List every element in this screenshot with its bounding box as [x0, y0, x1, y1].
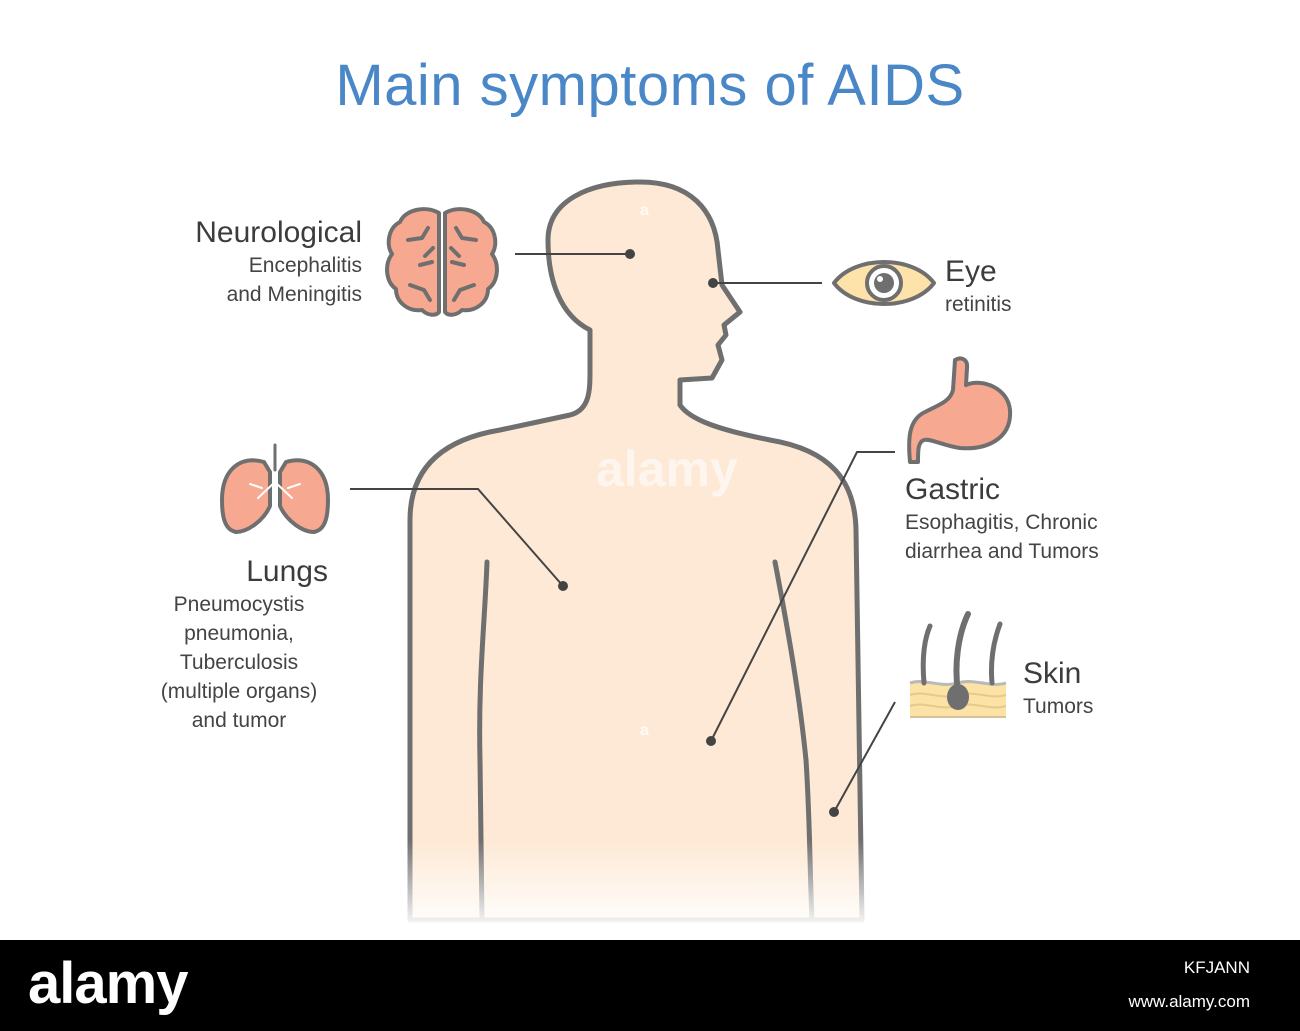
gastric-connector — [710, 451, 895, 742]
watermark-mark: a — [640, 722, 649, 739]
neurological-label: Neurological Encephalitis and Meningitis — [140, 215, 362, 309]
lungs-heading: Lungs — [246, 555, 328, 588]
page-title: Main symptoms of AIDS — [335, 53, 965, 118]
lungs-dot — [558, 581, 568, 591]
skin-dot — [829, 807, 839, 817]
neurological-heading: Neurological — [195, 216, 362, 249]
brain-icon — [385, 207, 499, 317]
lungs-icon — [220, 443, 330, 534]
lungs-detail-line: pneumonia, — [184, 622, 294, 645]
connector-lines — [350, 253, 896, 813]
eye-label: Eye retinitis — [945, 254, 1145, 319]
site-url-text: www.alamy.com — [1128, 992, 1250, 1011]
lungs-connector — [350, 488, 564, 587]
lungs-detail-line: Pneumocystis — [173, 593, 305, 616]
human-silhouette — [390, 179, 890, 930]
lungs-label: Lungs Pneumocystis pneumonia, Tuberculos… — [128, 554, 350, 735]
diagram-canvas: alamy a a — [128, 53, 1185, 930]
gastric-dot — [706, 736, 716, 746]
skin-detail-line: Tumors — [1023, 695, 1094, 718]
eye-heading: Eye — [945, 255, 997, 288]
stock-footer-bar: alamy KFJANN www.alamy.com — [0, 940, 1300, 1031]
skin-connector — [833, 701, 896, 813]
eye-icon — [832, 260, 936, 306]
alamy-logo: alamy — [28, 951, 188, 1016]
watermark-mark: a — [640, 202, 649, 219]
image-id-text: KFJANN — [1183, 958, 1250, 977]
lungs-detail-line: (multiple organs) — [160, 680, 318, 703]
stomach-icon — [907, 356, 1013, 464]
gastric-label: Gastric Esophagitis, Chronic diarrhea an… — [905, 472, 1185, 566]
skin-hair-icon — [909, 611, 1007, 718]
skin-label: Skin Tumors — [1023, 656, 1173, 721]
connector-dots — [558, 249, 839, 817]
gastric-detail-line: diarrhea and Tumors — [905, 540, 1099, 563]
watermark-text: alamy — [596, 441, 738, 497]
skin-heading: Skin — [1023, 657, 1082, 690]
neurological-detail-line: and Meningitis — [226, 283, 362, 306]
gastric-detail-line: Esophagitis, Chronic — [905, 511, 1098, 534]
lungs-detail-line: Tuberculosis — [179, 651, 299, 674]
body-diagram: alamy a a — [220, 179, 1013, 930]
gastric-heading: Gastric — [905, 473, 1001, 506]
eye-detail-line: retinitis — [945, 293, 1012, 316]
neurological-detail-line: Encephalitis — [248, 254, 362, 277]
eye-dot — [708, 278, 718, 288]
lungs-detail-line: and tumor — [191, 709, 287, 732]
neurological-dot — [625, 249, 635, 259]
